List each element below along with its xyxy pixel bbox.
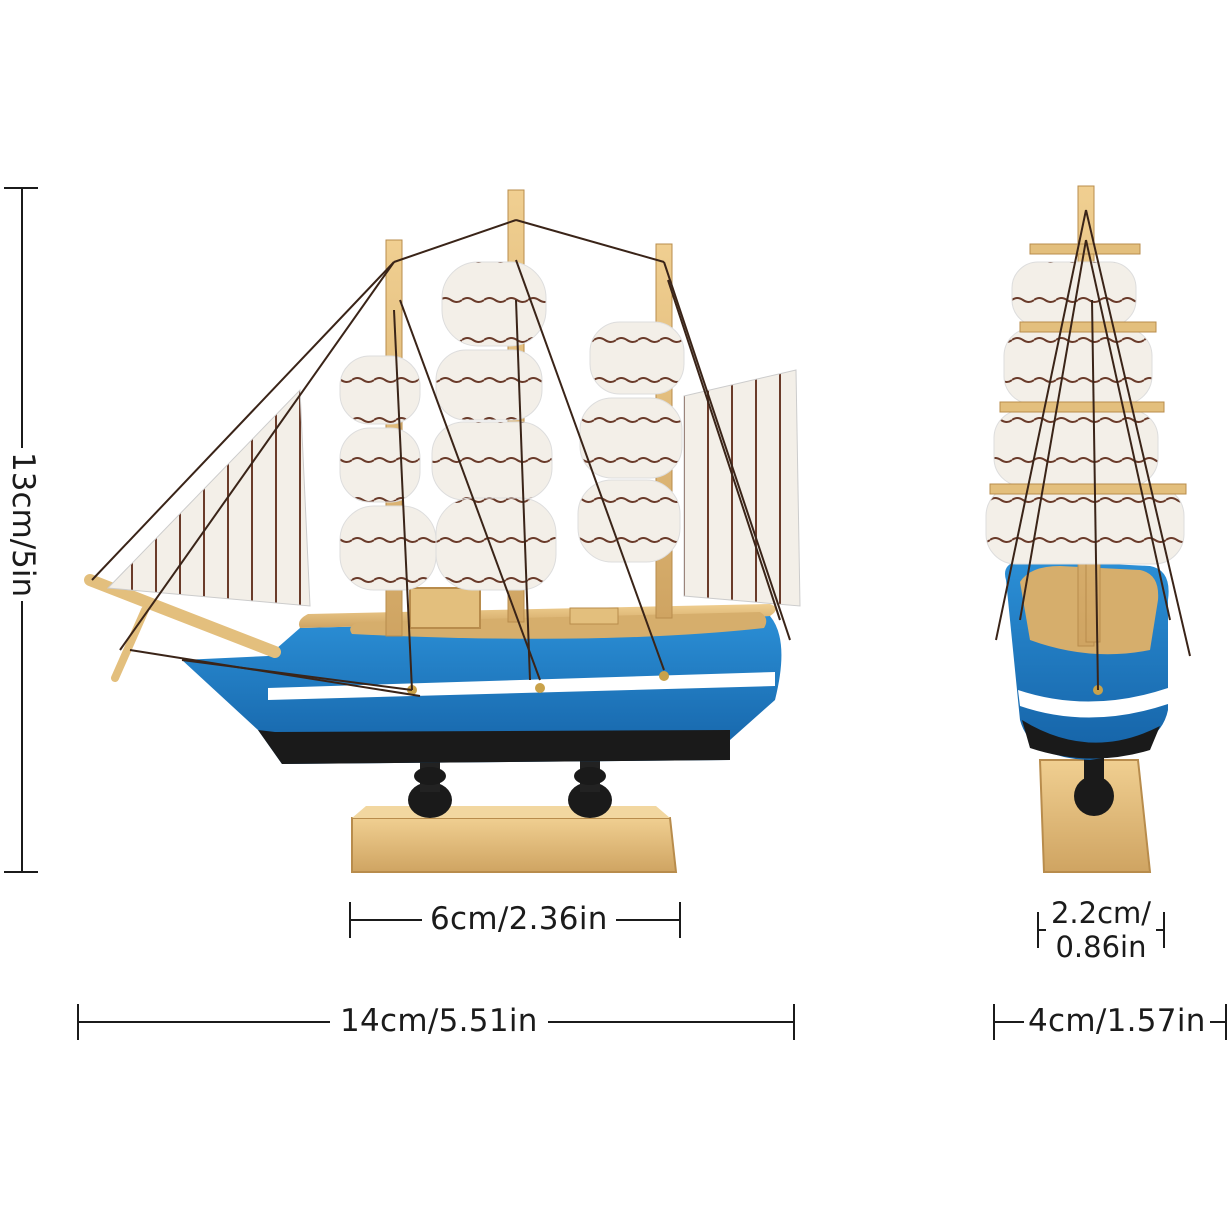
ship-hull xyxy=(182,587,782,764)
base-width-label-line1: 2.2cm/ xyxy=(1050,896,1152,930)
spanker-sail xyxy=(683,369,801,607)
ship-stand xyxy=(351,760,678,873)
base-width-label-line2: 0.86in xyxy=(1055,930,1147,964)
front-sails xyxy=(985,261,1185,565)
fore-sails xyxy=(339,355,437,591)
front-rigging xyxy=(995,209,1191,691)
front-hull xyxy=(1005,560,1169,760)
total-length-label: 14cm/5.51in xyxy=(330,1006,548,1037)
base-width-label: 2.2cm/ 0.86in xyxy=(1046,896,1156,964)
height-label: 13cm/5in xyxy=(5,448,41,602)
total-width-label: 4cm/1.57in xyxy=(1024,1006,1210,1037)
jib-sail xyxy=(106,388,311,607)
rigging xyxy=(91,219,791,697)
base-length-label: 6cm/2.36in xyxy=(422,904,616,935)
